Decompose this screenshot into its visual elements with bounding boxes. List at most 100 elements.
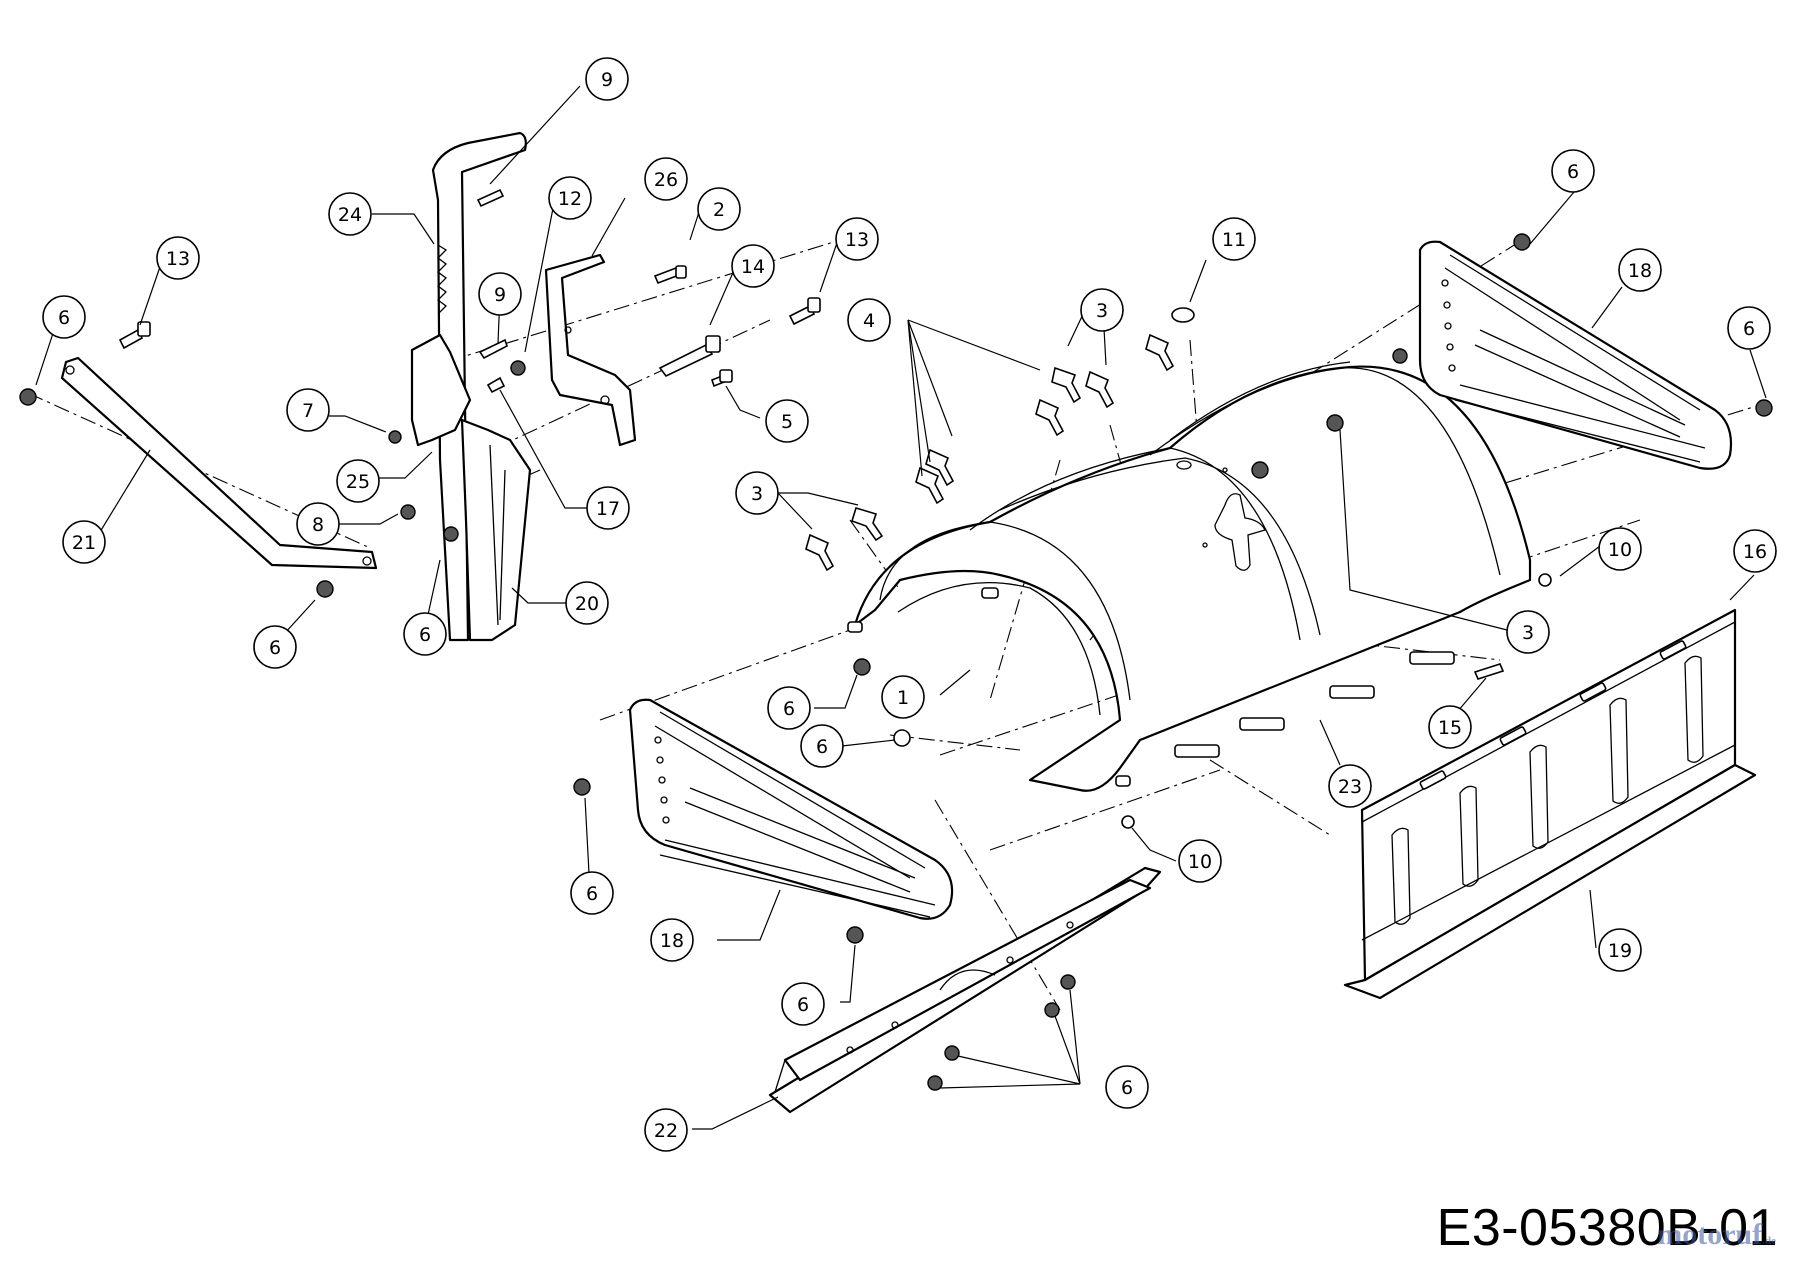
svg-text:15: 15	[1438, 717, 1462, 739]
callout-22: 22	[644, 1108, 688, 1152]
svg-text:6: 6	[797, 994, 809, 1016]
left-hardware	[19, 188, 821, 598]
rear-flap-part-19	[1343, 608, 1757, 1000]
svg-text:2: 2	[713, 199, 725, 221]
svg-text:10: 10	[1608, 539, 1632, 561]
callout-6-shield-mid: 6	[800, 724, 844, 768]
callout-4: 4	[847, 298, 891, 342]
callout-5: 5	[765, 399, 809, 443]
svg-text:5: 5	[781, 411, 793, 433]
callout-6-hinge-nuts: 6	[1105, 1065, 1149, 1109]
svg-text:26: 26	[654, 169, 678, 191]
svg-text:13: 13	[845, 229, 869, 251]
svg-text:11: 11	[1222, 229, 1246, 251]
callout-10-bottom: 10	[1178, 839, 1222, 883]
right-hardware	[573, 233, 1773, 1091]
watermark-name: motoruf	[1657, 1218, 1763, 1251]
svg-text:21: 21	[72, 532, 96, 554]
callout-11: 11	[1212, 217, 1256, 261]
svg-text:16: 16	[1743, 541, 1767, 563]
hinge-part-23	[1174, 651, 1455, 758]
callout-6-right-edge: 6	[1727, 306, 1771, 350]
svg-text:12: 12	[558, 188, 582, 210]
callout-25: 25	[336, 459, 380, 503]
watermark-logo: motoruf.de	[1657, 1218, 1776, 1252]
svg-text:13: 13	[166, 248, 190, 270]
callout-20: 20	[565, 581, 609, 625]
callout-3-right: 3	[1506, 610, 1550, 654]
callout-13b: 13	[835, 217, 879, 261]
callout-6-left-bottom: 6	[253, 625, 297, 669]
svg-text:6: 6	[1121, 1077, 1133, 1099]
bracket-part-26	[544, 253, 637, 447]
callout-13a: 13	[156, 236, 200, 280]
svg-text:6: 6	[816, 736, 828, 758]
svg-text:1: 1	[897, 687, 909, 709]
callout-26: 26	[644, 157, 688, 201]
callout-6-left-top: 6	[42, 295, 86, 339]
svg-text:6: 6	[419, 624, 431, 646]
svg-text:3: 3	[751, 483, 763, 505]
callout-3-left: 3	[735, 471, 779, 515]
callout-6-side-left: 6	[570, 871, 614, 915]
callout-7: 7	[286, 388, 330, 432]
watermark-suffix: .de	[1762, 1235, 1776, 1247]
callout-2: 2	[697, 187, 741, 231]
callout-24: 24	[328, 192, 372, 236]
callout-17: 17	[586, 486, 630, 530]
svg-text:3: 3	[1096, 300, 1108, 322]
svg-text:24: 24	[338, 204, 362, 226]
svg-text:22: 22	[654, 1120, 678, 1142]
callout-8: 8	[296, 502, 340, 546]
svg-text:20: 20	[575, 593, 599, 615]
svg-text:23: 23	[1338, 776, 1362, 798]
callout-10-right: 10	[1598, 527, 1642, 571]
callout-23: 23	[1328, 764, 1372, 808]
callout-6-stake: 6	[403, 612, 447, 656]
side-shield-right-part-18	[1418, 240, 1733, 470]
callout-6-shield-top: 6	[767, 686, 811, 730]
depth-stake-part-20	[460, 418, 532, 642]
callout-9a: 9	[585, 57, 629, 101]
drawing-number: E3-05380B-01	[1436, 1199, 1778, 1257]
callout-6-right-top: 6	[1551, 149, 1595, 193]
svg-text:4: 4	[863, 310, 875, 332]
svg-text:3: 3	[1522, 622, 1534, 644]
tine-shield-part-1	[847, 361, 1532, 792]
bracket-part-25	[410, 333, 472, 447]
callout-18-right: 18	[1618, 248, 1662, 292]
callout-21: 21	[62, 520, 106, 564]
callout-6-hinge-left: 6	[781, 982, 825, 1026]
rod-part-21	[60, 356, 378, 570]
svg-text:6: 6	[586, 883, 598, 905]
callout-16: 16	[1733, 529, 1777, 573]
callout-19: 19	[1598, 928, 1642, 972]
callout-18-left: 18	[650, 918, 694, 962]
svg-text:14: 14	[741, 256, 765, 278]
svg-text:6: 6	[58, 307, 70, 329]
leader-lines	[35, 85, 1767, 1130]
callout-15: 15	[1428, 705, 1472, 749]
svg-text:6: 6	[1743, 318, 1755, 340]
callout-3-top: 3	[1080, 288, 1124, 332]
hinge-plate-part-22	[768, 866, 1162, 1114]
callout-12: 12	[548, 176, 592, 220]
svg-text:6: 6	[1567, 161, 1579, 183]
svg-text:6: 6	[783, 698, 795, 720]
callout-14: 14	[731, 244, 775, 288]
svg-text:7: 7	[302, 400, 314, 422]
svg-text:9: 9	[494, 284, 506, 306]
callout-9b: 9	[478, 272, 522, 316]
svg-text:18: 18	[1628, 260, 1652, 282]
callout-1: 1	[881, 675, 925, 719]
svg-text:18: 18	[660, 930, 684, 952]
svg-text:17: 17	[596, 498, 620, 520]
svg-text:6: 6	[269, 637, 281, 659]
svg-text:10: 10	[1188, 851, 1212, 873]
svg-text:19: 19	[1608, 940, 1632, 962]
svg-text:8: 8	[312, 514, 324, 536]
svg-text:9: 9	[601, 69, 613, 91]
side-shield-left-part-18	[628, 698, 954, 920]
